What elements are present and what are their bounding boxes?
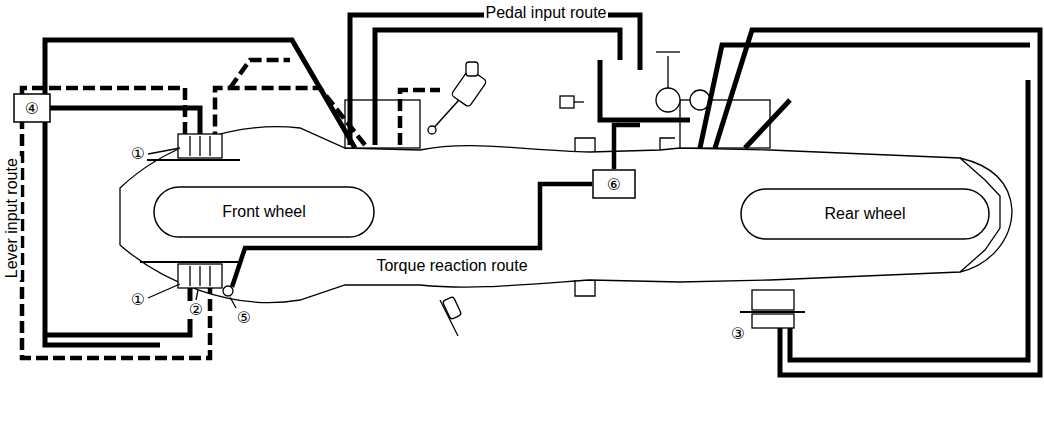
route-label: Torque reaction route	[374, 257, 529, 275]
route-label: Lever input route	[3, 156, 21, 280]
callout-number: ①	[129, 145, 147, 163]
wheel-label: Front wheel	[222, 203, 306, 221]
route-label: Pedal input route	[484, 4, 609, 22]
callout-number: ⑤	[235, 309, 253, 327]
wheel-label: Rear wheel	[825, 205, 906, 223]
wheel-oval: Front wheel	[153, 186, 375, 238]
callout-number: ①	[129, 291, 147, 309]
callout-number: ⑥	[607, 175, 621, 194]
wheel-oval: Rear wheel	[740, 188, 990, 240]
component-box: ④	[13, 93, 51, 123]
component-box: ⑥	[592, 169, 636, 199]
callout-number: ②	[187, 301, 205, 319]
callout-number: ④	[25, 99, 39, 118]
callout-number: ③	[729, 325, 747, 343]
